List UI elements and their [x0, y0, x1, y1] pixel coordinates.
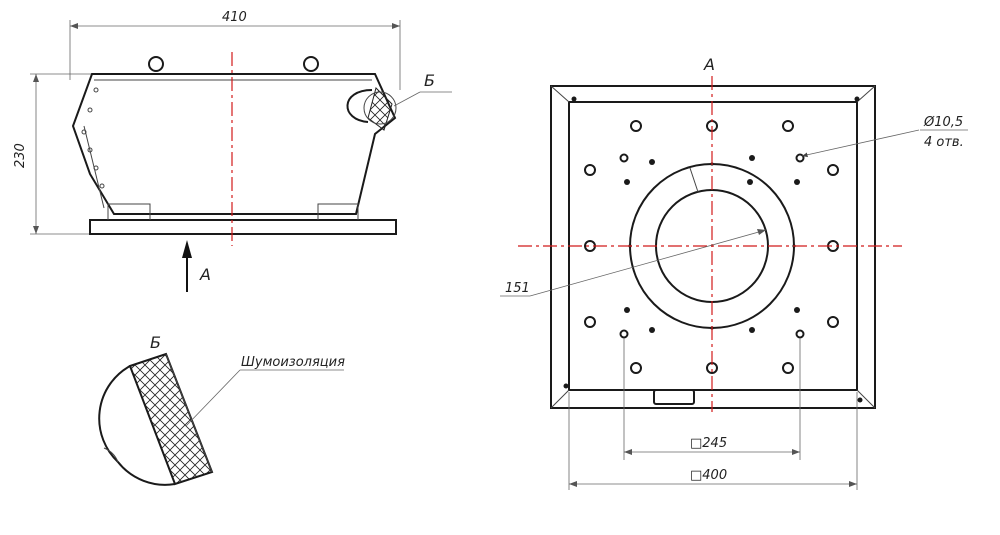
width-dim-text: 410 — [222, 10, 247, 25]
outer-square-dim-text: □400 — [690, 468, 727, 483]
hole-count-text: 4 отв. — [924, 135, 964, 150]
ring-callout: 151 — [500, 229, 767, 297]
inner-square-dim-text: □245 — [690, 436, 727, 451]
ring-dim-text: 151 — [505, 281, 530, 296]
height-dim-text: 230 — [13, 143, 28, 168]
outer-square-dimension: □400 — [568, 392, 858, 490]
detail-circle — [98, 365, 176, 486]
view-arrow: A — [182, 240, 211, 292]
height-dimension: 230 — [13, 73, 92, 235]
insulation-label: Шумоизоляция — [241, 355, 345, 370]
insulation-layer — [128, 352, 214, 486]
fan-housing — [71, 73, 397, 215]
detail-view: Б Шумоизоляция — [98, 333, 345, 486]
view-arrow-label: A — [199, 265, 211, 284]
plan-view-title: A — [703, 55, 715, 74]
bracket-right — [317, 203, 359, 220]
hole-callout: Ø10,5 4 отв. — [801, 115, 968, 158]
detail-title: Б — [150, 333, 161, 352]
detail-callout-label: Б — [424, 71, 435, 90]
small-holes — [624, 155, 800, 333]
drain-tab — [653, 389, 695, 405]
hole-dim-text: Ø10,5 — [923, 115, 963, 130]
rivets — [81, 87, 105, 189]
width-dimension: 410 — [69, 10, 401, 90]
bolt-holes — [619, 153, 805, 339]
bracket-left — [107, 203, 151, 220]
plan-view: A — [500, 55, 968, 490]
frame-corner-holes — [563, 96, 863, 403]
side-view: 410 230 — [13, 10, 452, 292]
outer-frame — [550, 85, 876, 409]
corner-lines — [550, 85, 876, 409]
inner-square-dimension: □245 — [623, 338, 801, 460]
lifting-eye-right — [303, 56, 319, 72]
base-plate — [89, 219, 397, 235]
lifting-eye-left — [148, 56, 164, 72]
